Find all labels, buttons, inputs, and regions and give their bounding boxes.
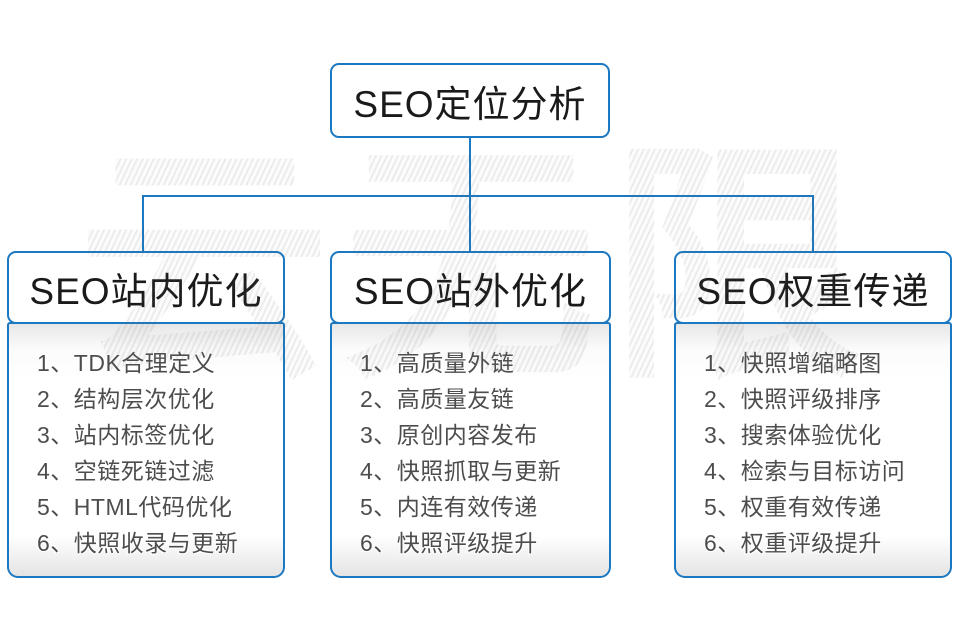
list-item: 5、HTML代码优化 [37,494,233,520]
list-panel-onsite: 1、TDK合理定义 2、结构层次优化 3、站内标签优化 4、空链死链过滤 5、H… [7,322,285,578]
list-panel-offsite: 1、高质量外链 2、高质量友链 3、原创内容发布 4、快照抓取与更新 5、内连有… [330,322,611,578]
branch-header-offsite-title: SEO站外优化 [353,270,588,312]
list-item: 1、TDK合理定义 [37,350,216,376]
list-item: 1、快照增缩略图 [704,350,882,376]
list-item: 2、高质量友链 [360,386,515,412]
list-item: 3、原创内容发布 [360,422,538,448]
list-item: 4、快照抓取与更新 [360,458,562,484]
connector-drop-left [142,195,144,253]
list-item: 6、权重评级提升 [704,530,882,556]
branch-header-weight-title: SEO权重传递 [696,270,930,312]
list-item: 5、内连有效传递 [360,494,538,520]
list-item: 2、快照评级排序 [704,386,882,412]
connector-root-drop [469,138,471,196]
connector-drop-middle [469,195,471,253]
connector-drop-right [812,195,814,253]
list-panel-weight: 1、快照增缩略图 2、快照评级排序 3、搜索体验优化 4、检索与目标访问 5、权… [674,322,952,578]
branch-header-onsite: SEO站内优化 [7,251,285,324]
list-item: 6、快照评级提升 [360,530,538,556]
list-item: 6、快照收录与更新 [37,530,239,556]
branch-header-offsite: SEO站外优化 [330,251,611,324]
list-item: 4、检索与目标访问 [704,458,906,484]
root-node-title: SEO定位分析 [353,83,587,125]
branch-header-onsite-title: SEO站内优化 [29,270,263,312]
list-item: 2、结构层次优化 [37,386,215,412]
list-item: 3、站内标签优化 [37,422,215,448]
list-item: 1、高质量外链 [360,350,515,376]
list-item: 5、权重有效传递 [704,494,882,520]
list-item: 4、空链死链过滤 [37,458,215,484]
root-node: SEO定位分析 [330,63,610,138]
connector-horizontal-rail [142,195,814,197]
branch-header-weight: SEO权重传递 [674,251,952,324]
list-item: 3、搜索体验优化 [704,422,882,448]
